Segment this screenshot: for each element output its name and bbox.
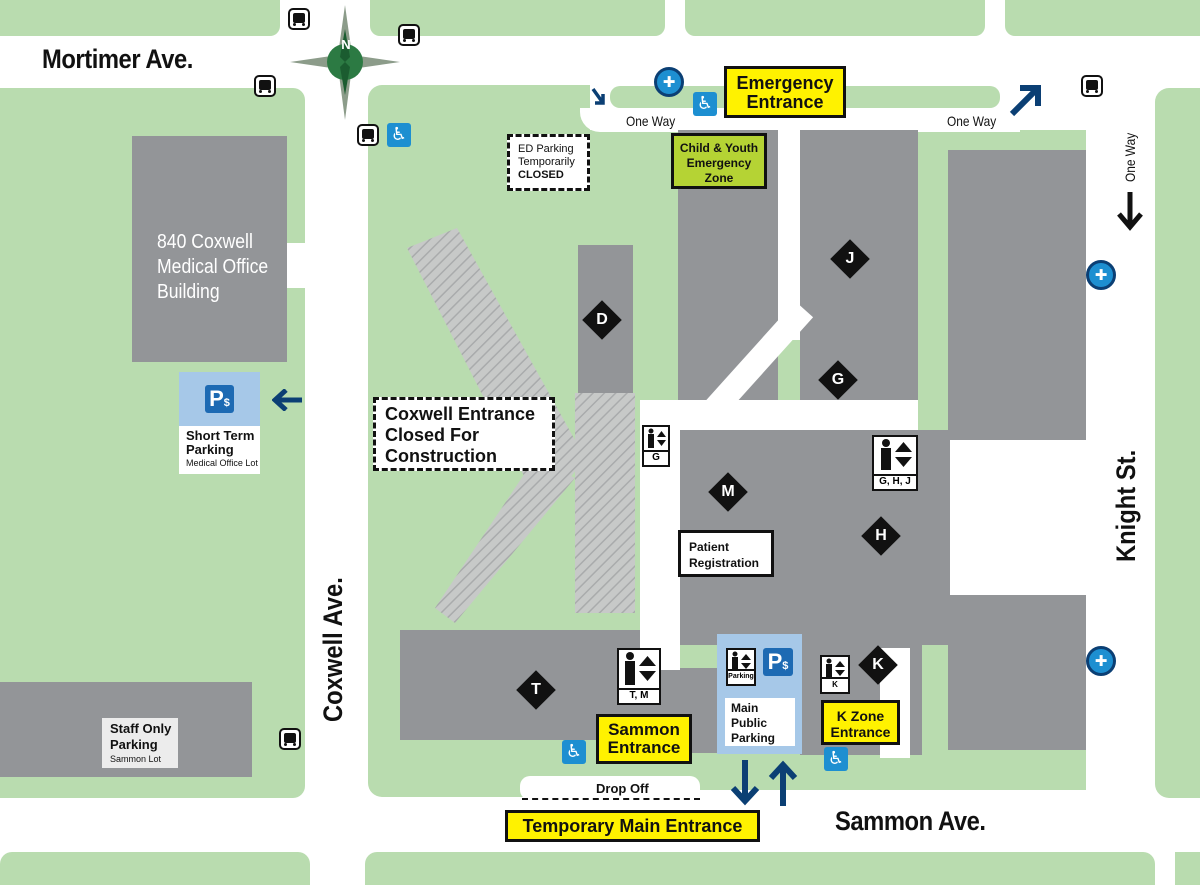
elevator-icon bbox=[648, 428, 666, 448]
compass-north-label: N bbox=[341, 37, 351, 52]
arrow-down-icon bbox=[1117, 192, 1143, 231]
one-way-label-east: One Way bbox=[947, 113, 997, 129]
accessible-icon: ♿ bbox=[387, 123, 411, 147]
green-east-block bbox=[1155, 88, 1200, 798]
parking-icon: P$ bbox=[763, 648, 793, 676]
green-bottom-left bbox=[0, 852, 310, 885]
wing-far-east bbox=[948, 150, 1086, 440]
elevator-icon bbox=[881, 439, 912, 470]
one-way-label-knight: One Way bbox=[1122, 132, 1138, 182]
accessible-icon: ♿ bbox=[693, 92, 717, 116]
medical-office-connector bbox=[287, 243, 307, 288]
elevator-tm: T, M bbox=[617, 648, 661, 705]
street-sammon: Sammon Ave. bbox=[835, 806, 986, 836]
wing-east-lower bbox=[948, 595, 1086, 750]
patient-registration[interactable]: Patient Registration bbox=[678, 530, 774, 577]
bus-stop-icon bbox=[357, 124, 379, 146]
medical-office-label: 840 Coxwell Medical Office Building bbox=[157, 231, 269, 303]
zone-k-marker: K bbox=[858, 645, 898, 685]
zone-h-marker: H bbox=[861, 516, 901, 556]
drop-off-label: Drop Off bbox=[596, 781, 649, 796]
emergency-icon: ✚ bbox=[1086, 646, 1116, 676]
elevator-icon bbox=[826, 658, 845, 678]
zone-j-marker: J bbox=[830, 239, 870, 279]
elevator-parking: Parking bbox=[726, 648, 756, 686]
elevator-k: K bbox=[820, 655, 850, 694]
arrow-down-right-icon bbox=[591, 87, 605, 105]
arrow-down-icon bbox=[730, 760, 760, 806]
arrow-up-icon bbox=[768, 760, 798, 806]
sammon-entrance-sign[interactable]: Sammon Entrance bbox=[596, 714, 692, 764]
zone-m-marker: M bbox=[708, 472, 748, 512]
street-knight: Knight St. bbox=[1111, 449, 1141, 562]
arrow-left-icon bbox=[272, 389, 302, 411]
staff-only-parking[interactable]: Staff Only Parking Sammon Lot bbox=[102, 718, 178, 768]
k-zone-entrance-sign[interactable]: K Zone Entrance bbox=[821, 700, 900, 745]
one-way-label-west: One Way bbox=[626, 113, 676, 129]
street-coxwell: Coxwell Ave. bbox=[318, 577, 348, 722]
emergency-icon: ✚ bbox=[654, 67, 684, 97]
bus-stop-icon bbox=[288, 8, 310, 30]
bus-stop-icon bbox=[279, 728, 301, 750]
courtyard-east bbox=[950, 440, 1086, 595]
green-bottom-right bbox=[365, 852, 1155, 885]
zone-d-marker: D bbox=[582, 300, 622, 340]
bus-stop-icon bbox=[254, 75, 276, 97]
arrow-up-right-icon bbox=[1009, 85, 1041, 117]
elevator-g: G bbox=[642, 425, 670, 467]
accessible-icon: ♿ bbox=[562, 740, 586, 764]
sammon-drop-off-lane bbox=[520, 776, 700, 800]
parking-icon: P$ bbox=[205, 385, 234, 413]
bus-stop-icon bbox=[1081, 75, 1103, 97]
green-top-er bbox=[685, 0, 985, 36]
corridor-north bbox=[778, 130, 800, 340]
zone-t-marker: T bbox=[516, 670, 556, 710]
corridor-horizontal bbox=[640, 400, 918, 430]
child-youth-emergency-zone[interactable]: Child & Youth Emergency Zone bbox=[671, 133, 767, 189]
emergency-icon: ✚ bbox=[1086, 260, 1116, 290]
temporary-main-entrance-sign[interactable]: Temporary Main Entrance bbox=[505, 810, 760, 842]
medical-office-building bbox=[132, 136, 287, 362]
green-bottom-east bbox=[1175, 852, 1200, 885]
street-mortimer: Mortimer Ave. bbox=[42, 44, 193, 74]
knight-sidewalk bbox=[1086, 88, 1108, 798]
compass-icon bbox=[290, 5, 400, 120]
emergency-entrance-sign[interactable]: Emergency Entrance bbox=[724, 66, 846, 118]
wing-north-east bbox=[800, 130, 918, 415]
ed-parking-closed: ED Parking Temporarily CLOSED bbox=[507, 134, 590, 191]
elevator-icon bbox=[732, 651, 751, 671]
green-top-left bbox=[0, 0, 280, 36]
drop-off-line bbox=[522, 798, 700, 800]
elevator-icon bbox=[625, 652, 656, 685]
accessible-icon: ♿ bbox=[824, 747, 848, 771]
coxwell-entrance-closed: Coxwell Entrance Closed For Construction bbox=[373, 397, 555, 471]
short-term-parking[interactable]: P$ Short Term Parking Medical Office Lot bbox=[179, 372, 260, 474]
zone-g-marker: G bbox=[818, 360, 858, 400]
elevator-ghj: G, H, J bbox=[872, 435, 918, 491]
bus-stop-icon bbox=[398, 24, 420, 46]
green-top-right bbox=[1005, 0, 1200, 36]
